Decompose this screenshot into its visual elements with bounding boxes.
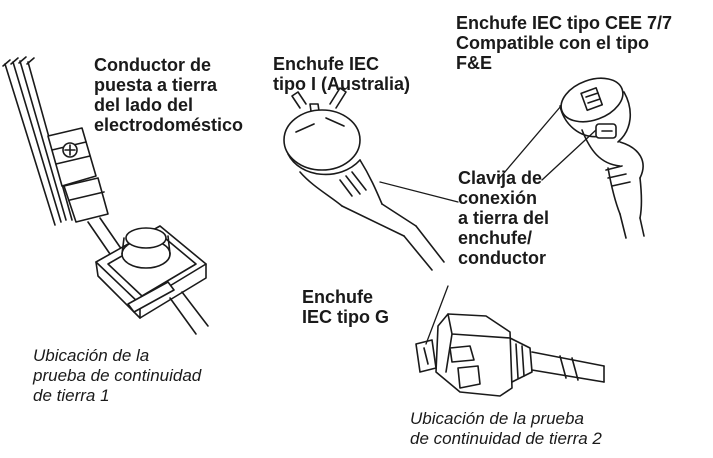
plug-cee77-icon	[497, 77, 645, 239]
label-plug-cee77: Enchufe IEC tipo CEE 7/7 Compatible con …	[456, 13, 673, 73]
plug-type-g-icon	[415, 285, 605, 397]
label-appliance-ground-conductor: Conductor de puesta a tierra del lado de…	[94, 55, 244, 135]
caption-test-location-2: Ubicación de la prueba de continuidad de…	[410, 409, 602, 448]
label-plug-type-g: Enchufe IEC tipo G	[302, 287, 389, 327]
plug-type-i-icon	[283, 87, 459, 271]
caption-test-location-1: Ubicación de la prueba de continuidad de…	[33, 346, 202, 405]
label-ground-pin: Clavija de conexión a tierra del enchufe…	[458, 168, 550, 268]
label-plug-type-i: Enchufe IEC tipo I (Australia)	[273, 54, 411, 94]
appliance-ground-terminal-icon	[2, 56, 209, 335]
